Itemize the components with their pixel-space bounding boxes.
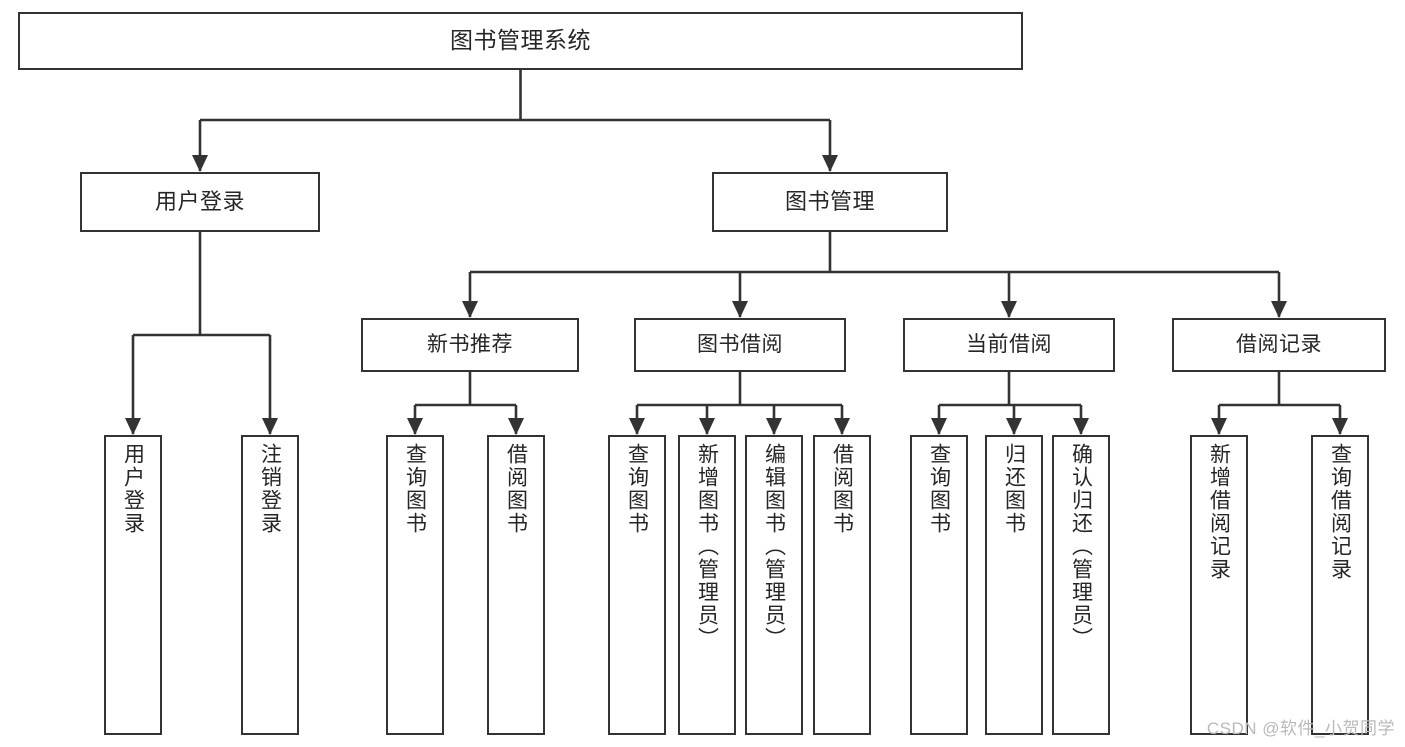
arrow-icon-borrow-record (1271, 301, 1287, 318)
node-label-book-borrow: 图书借阅 (697, 333, 783, 357)
arrow-icon-leaf-confirm-return (1073, 418, 1089, 435)
arrow-icon-leaf-query-book-2 (629, 418, 645, 435)
node-label-leaf-borrow-book-1: 借阅图书 (504, 443, 528, 535)
node-label-leaf-query-book-3: 查询图书 (927, 443, 951, 535)
arrow-icon-book-borrow (732, 301, 748, 318)
arrow-icon-new-book-recommend (462, 301, 478, 318)
node-label-leaf-user-login: 用户登录 (121, 443, 145, 535)
node-label-leaf-borrow-book-2: 借阅图书 (830, 443, 854, 535)
node-leaf-edit-book[interactable]: 编辑图书（管理员） (745, 435, 803, 735)
node-leaf-return-book[interactable]: 归还图书 (985, 435, 1043, 735)
node-book-manage[interactable]: 图书管理 (712, 172, 948, 232)
arrow-icon-leaf-query-record (1332, 418, 1348, 435)
arrow-icon-leaf-add-record (1211, 418, 1227, 435)
arrow-icon-leaf-logout (262, 418, 278, 435)
node-label-new-book-recommend: 新书推荐 (427, 333, 513, 357)
node-label-leaf-add-book: 新增图书（管理员） (695, 443, 719, 650)
node-label-current-borrow: 当前借阅 (966, 333, 1052, 357)
node-leaf-query-record[interactable]: 查询借阅记录 (1311, 435, 1369, 735)
node-leaf-borrow-book-2[interactable]: 借阅图书 (813, 435, 871, 735)
node-leaf-add-record[interactable]: 新增借阅记录 (1190, 435, 1248, 735)
arrow-icon-user-login (192, 155, 208, 172)
arrow-icon-leaf-user-login (125, 418, 141, 435)
node-leaf-borrow-book-1[interactable]: 借阅图书 (487, 435, 545, 735)
node-root[interactable]: 图书管理系统 (18, 12, 1023, 70)
node-leaf-logout[interactable]: 注销登录 (241, 435, 299, 735)
arrow-icon-leaf-query-book-3 (931, 418, 947, 435)
node-label-root: 图书管理系统 (450, 27, 591, 54)
node-borrow-record[interactable]: 借阅记录 (1172, 318, 1386, 372)
arrow-icon-current-borrow (1001, 301, 1017, 318)
node-book-borrow[interactable]: 图书借阅 (634, 318, 846, 372)
node-label-leaf-query-record: 查询借阅记录 (1328, 443, 1352, 581)
watermark-text: CSDN @软件_小贺同学 (1206, 719, 1395, 738)
arrow-icon-leaf-add-book (699, 418, 715, 435)
arrow-icon-leaf-borrow-book-1 (508, 418, 524, 435)
node-label-leaf-logout: 注销登录 (258, 443, 282, 535)
node-label-leaf-confirm-return: 确认归还（管理员） (1069, 443, 1093, 650)
node-leaf-query-book-2[interactable]: 查询图书 (608, 435, 666, 735)
arrow-icon-leaf-return-book (1006, 418, 1022, 435)
node-leaf-confirm-return[interactable]: 确认归还（管理员） (1052, 435, 1110, 735)
arrow-icon-book-manage (822, 155, 838, 172)
node-leaf-query-book-3[interactable]: 查询图书 (910, 435, 968, 735)
node-label-leaf-add-record: 新增借阅记录 (1207, 443, 1231, 581)
arrow-icon-leaf-edit-book (766, 418, 782, 435)
node-label-borrow-record: 借阅记录 (1236, 333, 1322, 357)
node-label-leaf-query-book-2: 查询图书 (625, 443, 649, 535)
node-label-book-manage: 图书管理 (784, 188, 875, 214)
node-leaf-user-login[interactable]: 用户登录 (104, 435, 162, 735)
node-label-user-login: 用户登录 (154, 188, 245, 214)
arrow-icon-leaf-borrow-book-2 (834, 418, 850, 435)
node-leaf-query-book-1[interactable]: 查询图书 (386, 435, 444, 735)
node-current-borrow[interactable]: 当前借阅 (903, 318, 1115, 372)
node-label-leaf-edit-book: 编辑图书（管理员） (762, 443, 786, 650)
arrow-icon-leaf-query-book-1 (407, 418, 423, 435)
node-new-book-recommend[interactable]: 新书推荐 (361, 318, 579, 372)
node-leaf-add-book[interactable]: 新增图书（管理员） (678, 435, 736, 735)
node-label-leaf-return-book: 归还图书 (1002, 443, 1026, 535)
node-user-login[interactable]: 用户登录 (80, 172, 320, 232)
node-label-leaf-query-book-1: 查询图书 (403, 443, 427, 535)
